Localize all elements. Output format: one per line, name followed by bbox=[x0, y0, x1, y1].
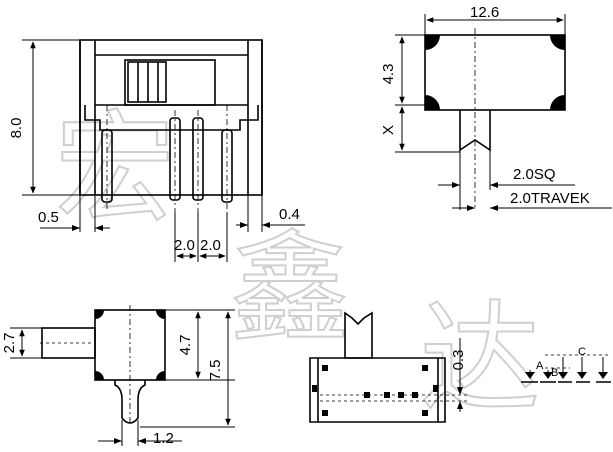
bottom-pin-line bbox=[320, 394, 470, 402]
dim-travel-label: 2.0TRAVEK bbox=[510, 190, 590, 207]
dim-body-label: 4.7 bbox=[177, 335, 194, 356]
dim-travel-x-label: X bbox=[380, 125, 397, 135]
dim-height-label: 8.0 bbox=[8, 118, 25, 139]
dim-height-ext bbox=[22, 39, 80, 196]
dim-total-label: 7.5 bbox=[207, 360, 224, 381]
dim-pin-width-label: 1.2 bbox=[153, 430, 174, 447]
dim-body-ext bbox=[165, 309, 235, 381]
dim-width-ext bbox=[424, 14, 566, 35]
dim-pin-right-label: 0.4 bbox=[279, 206, 300, 223]
bottom-body-outline bbox=[309, 357, 446, 423]
dim-pin-width-arrows bbox=[114, 438, 146, 444]
dim-sq-label: 2.0SQ bbox=[513, 166, 556, 183]
dim-pitch-b-label: 2.0 bbox=[200, 237, 221, 254]
front-side-legs bbox=[79, 40, 263, 195]
pad-layout: A B C bbox=[521, 346, 611, 383]
pad-label-b: B bbox=[551, 367, 558, 379]
dim-width-label: 12.6 bbox=[470, 4, 499, 21]
front-centerlines bbox=[106, 105, 228, 212]
watermark-char-1: 宏 bbox=[55, 100, 175, 239]
watermark-char-2: 鑫 bbox=[230, 220, 350, 359]
pad-label-a: A bbox=[536, 360, 544, 372]
dim-pitch-ext bbox=[174, 212, 228, 262]
side-pin bbox=[114, 380, 146, 424]
dim-pin-width-ext bbox=[121, 420, 139, 446]
dim-pin-left-label: 0.5 bbox=[38, 209, 59, 226]
front-knob-ridges bbox=[137, 62, 159, 102]
dim-knob-ext bbox=[10, 327, 42, 359]
top-view: 12.6 4.3 X 2.0SQ 2.0TRAVEK bbox=[380, 4, 612, 211]
top-corner-marks bbox=[425, 35, 565, 110]
pad-markers bbox=[525, 372, 608, 379]
top-body-outline bbox=[424, 34, 566, 111]
side-corner-marks bbox=[95, 310, 165, 380]
front-knob-window bbox=[124, 59, 216, 106]
watermark: 宏 鑫 达 bbox=[54, 99, 541, 430]
dim-pin-left-arrows bbox=[72, 225, 103, 231]
dim-pin-right-ext bbox=[247, 195, 263, 232]
bottom-view: 0.3 bbox=[309, 311, 470, 423]
side-view: 2.7 4.7 7.5 1.2 bbox=[1, 305, 235, 447]
bottom-mount-holes bbox=[312, 365, 438, 416]
dim-top-height-label: 4.3 bbox=[380, 64, 397, 85]
dim-pin-right-arrows bbox=[240, 222, 270, 228]
pad-dim-lines bbox=[545, 354, 610, 369]
dim-offset-arrows bbox=[457, 387, 463, 409]
dim-sq-ext bbox=[459, 150, 491, 210]
watermark-char-3: 达 bbox=[420, 290, 540, 429]
front-knob bbox=[127, 61, 167, 103]
dim-travel-arrows bbox=[467, 205, 498, 211]
dim-knob-label: 2.7 bbox=[1, 333, 18, 354]
front-housing bbox=[95, 54, 248, 106]
side-knob bbox=[41, 327, 96, 359]
bottom-pin-pads bbox=[364, 392, 418, 398]
dim-pin-left-ext bbox=[79, 195, 96, 232]
dim-offset-label: 0.3 bbox=[450, 350, 467, 371]
dim-top-height-ext bbox=[395, 34, 460, 153]
front-view: 8.0 0.5 0.4 2.0 2.0 bbox=[8, 39, 305, 262]
pad-label-c: C bbox=[578, 346, 586, 358]
dim-pitch-a-label: 2.0 bbox=[174, 237, 195, 254]
